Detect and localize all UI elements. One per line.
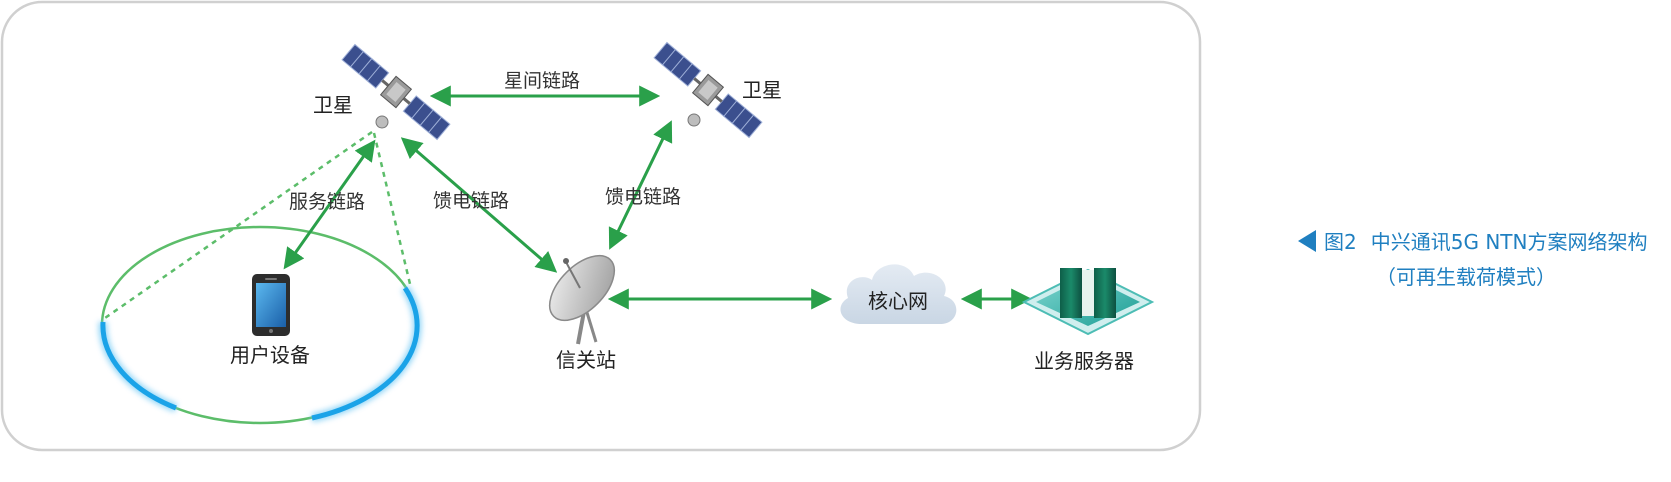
caption-triangle-icon [1298,229,1316,252]
server-icon [1021,268,1155,336]
service-server-label: 业务服务器 [1034,349,1134,373]
satellite-right-icon [653,41,763,139]
gateway-label: 信关站 [556,348,616,372]
figure-caption: 图2 中兴通讯5G NTN方案网络架构 （可再生载荷模式） [1298,226,1647,290]
satellite-right-label: 卫星 [742,78,782,102]
inter-satellite-link-label: 星间链路 [504,70,580,92]
feeder-link-left-arrow [400,137,558,273]
figure-subtitle: （可再生载荷模式） [1376,265,1556,289]
feeder-link-right-label: 馈电链路 [605,186,681,208]
cloud-icon [840,264,957,324]
diagram-frame [0,0,1202,452]
user-equipment-label: 用户设备 [230,343,310,367]
figure-title: 中兴通讯5G NTN方案网络架构 [1370,230,1648,254]
satellite-dish-icon [548,254,616,345]
figure-number: 图2 [1324,230,1357,254]
caption-title-row: 图2 中兴通讯5G NTN方案网络架构 [1298,226,1647,255]
feeder-link-right-arrow [608,120,673,250]
core-network-label: 核心网 [868,289,928,313]
satellite-left-icon [341,43,451,141]
service-link-label: 服务链路 [289,191,365,213]
feeder-link-left-label: 馈电链路 [433,190,509,212]
coverage-beam [98,225,422,425]
link-arrows [283,85,1033,310]
satellite-left-label: 卫星 [313,93,353,117]
phone-icon [252,274,290,336]
service-link-arrow [283,139,376,270]
